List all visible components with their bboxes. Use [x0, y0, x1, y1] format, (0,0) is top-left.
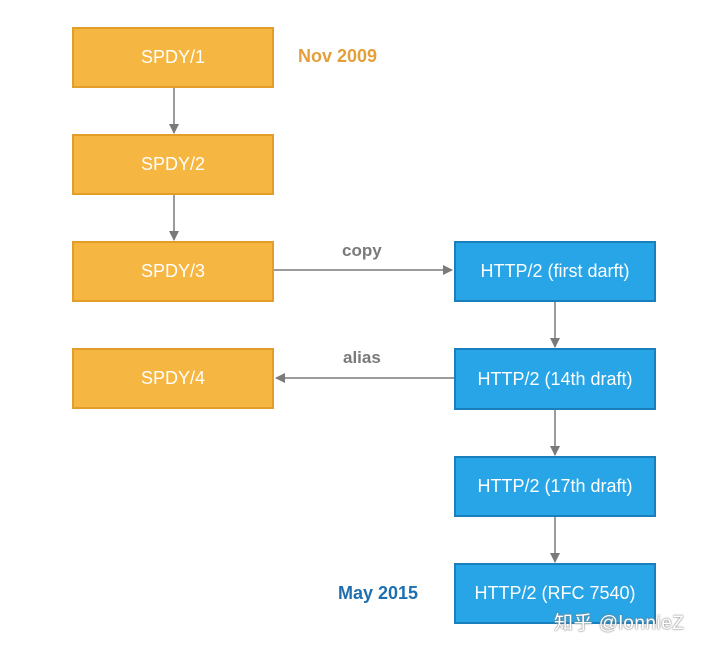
- node-spdy2-label: SPDY/2: [140, 154, 206, 174]
- node-spdy2: SPDY/2: [72, 134, 274, 195]
- node-http2-17th-draft-label: HTTP/2 (17th draft): [477, 476, 633, 496]
- node-spdy1-label: SPDY/1: [140, 47, 206, 67]
- node-spdy4: SPDY/4: [72, 348, 274, 409]
- node-spdy1: SPDY/1: [72, 27, 274, 88]
- node-http2-first-draft-label: HTTP/2 (first darft): [480, 261, 630, 281]
- node-http2-14th-draft-label: HTTP/2 (14th draft): [477, 368, 633, 389]
- alias-label: alias: [343, 348, 381, 367]
- node-spdy4-label: SPDY/4: [140, 368, 206, 388]
- node-spdy3-label: SPDY/3: [140, 261, 206, 281]
- watermark: 知乎 @lonnieZ: [554, 613, 685, 634]
- node-spdy3: SPDY/3: [72, 241, 274, 302]
- node-http2-14th-draft: HTTP/2 (14th draft): [454, 348, 656, 410]
- start-date-note: Nov 2009: [298, 46, 378, 66]
- node-http2-first-draft: HTTP/2 (first darft): [454, 241, 656, 302]
- end-date-note: May 2015: [338, 583, 419, 603]
- copy-label: copy: [342, 241, 382, 260]
- node-http2-rfc7540-label: HTTP/2 (RFC 7540): [474, 583, 636, 603]
- node-http2-rfc7540: HTTP/2 (RFC 7540): [454, 563, 656, 624]
- node-http2-17th-draft: HTTP/2 (17th draft): [454, 456, 656, 517]
